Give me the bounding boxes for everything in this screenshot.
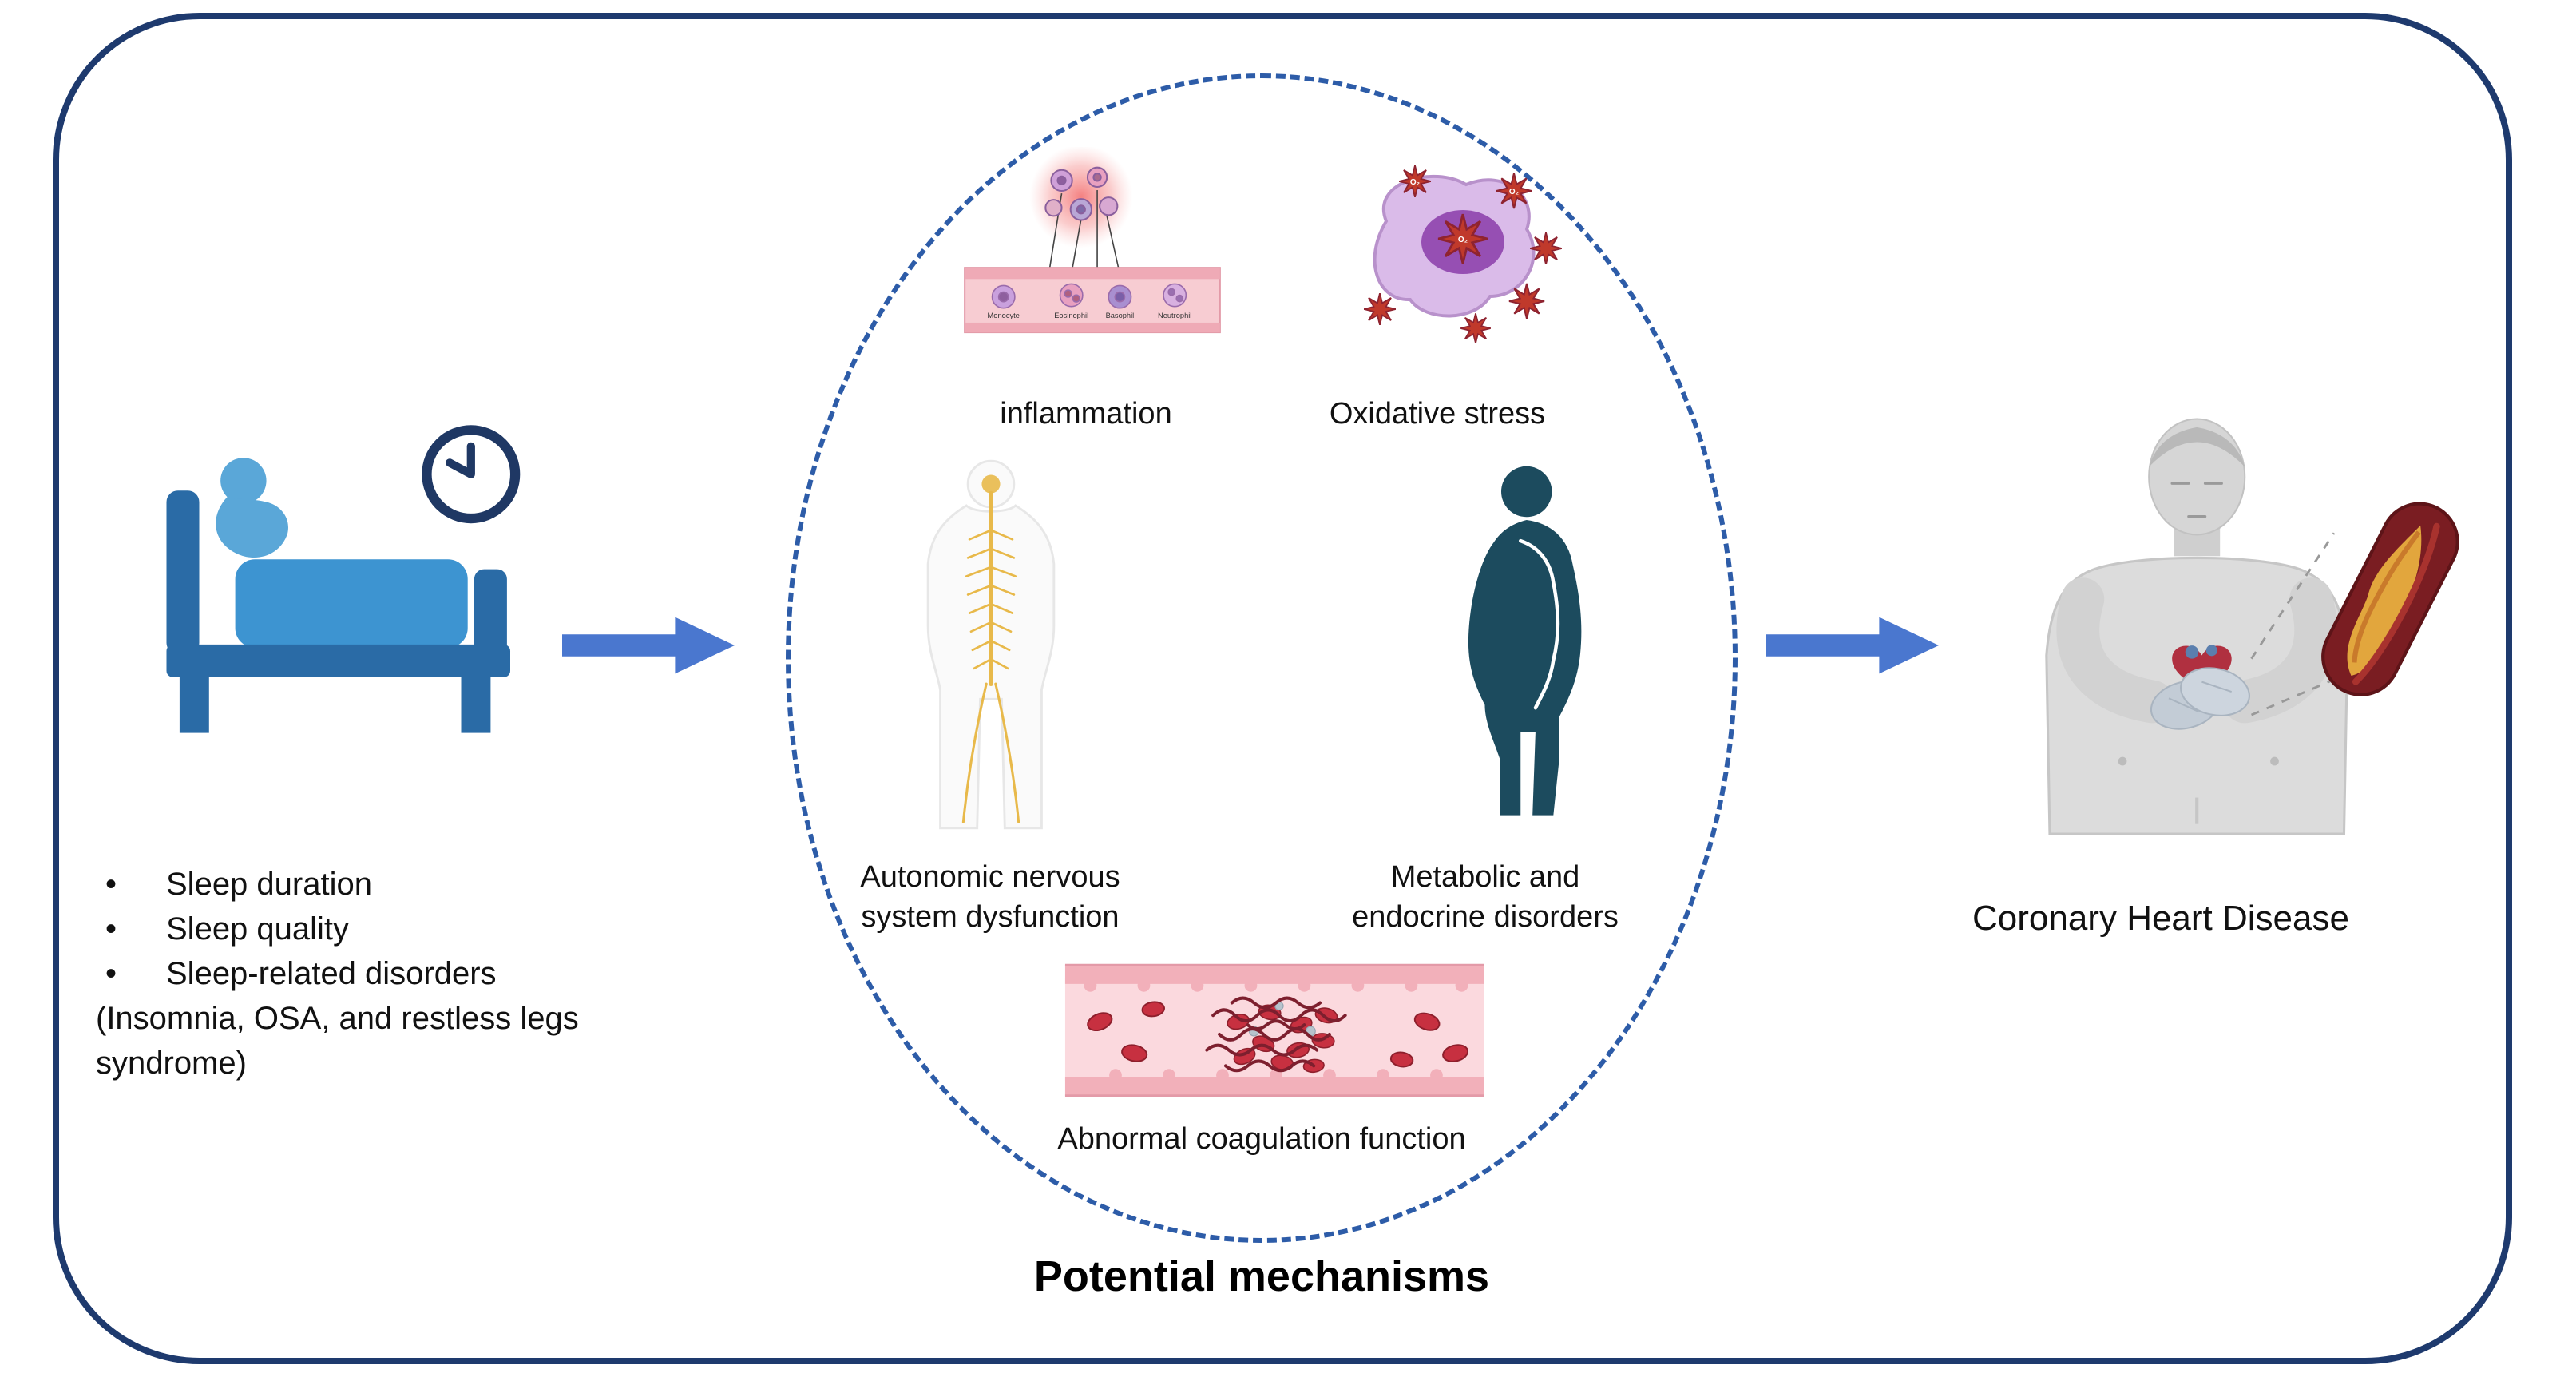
metabolic-label-line1: Metabolic and (1390, 861, 1580, 895)
list-item: • Sleep duration (96, 863, 767, 907)
person-silhouette (1468, 520, 1582, 816)
autonomic-label: Autonomic nervous system dysfunction (830, 859, 1150, 939)
oxidative-stress-illustration: O₂ O₂ O₂ (1322, 147, 1563, 351)
radical-label: O₂ (1410, 178, 1420, 187)
coagulation-label: Abnormal coagulation function (1057, 1123, 1466, 1157)
bed-base (166, 644, 510, 677)
coagulation-icon (1064, 963, 1484, 1097)
patient-arm-left (2056, 577, 2174, 724)
bullet-marker: • (105, 867, 117, 903)
sleep-duration-label: Sleep duration (166, 867, 372, 903)
cell-label-basophil: Basophil (1106, 312, 1135, 319)
bed-leg-right (461, 673, 491, 733)
radical-label: O₂ (1509, 188, 1519, 196)
autonomic-label-line2: system dysfunction (861, 900, 1120, 935)
cell-label-eosinophil: Eosinophil (1054, 312, 1088, 319)
arrow-sleep-to-mechanisms (562, 617, 735, 674)
sleep-quality-label: Sleep quality (166, 912, 350, 947)
disorders-note-line2: syndrome) (96, 1046, 247, 1081)
right-arrow-icon (562, 617, 735, 674)
list-item: • Sleep quality (96, 907, 767, 952)
bullet-marker: • (105, 957, 117, 992)
coagulation-illustration (1062, 955, 1487, 1105)
oxidative-stress-label: Oxidative stress (1329, 398, 1546, 431)
sleeper-head (220, 458, 267, 504)
cell-label-neutrophil: Neutrophil (1158, 312, 1191, 319)
patient-arm-right (2223, 577, 2338, 724)
mechanisms-ellipse (786, 73, 1738, 1243)
metabolic-illustration (1434, 455, 1613, 831)
nerve-network (961, 474, 1020, 823)
fibrin-strands (1205, 996, 1347, 1073)
inflammation-illustration: Monocyte Eosinophil Basophil Neutrophil (955, 145, 1230, 367)
cell-label-monocyte: Monocyte (988, 312, 1020, 319)
arrow-mechanisms-to-chd (1766, 617, 1939, 674)
zoom-dashed-lines (2250, 532, 2345, 716)
clock-hands (446, 442, 475, 478)
inflammation-icon: Monocyte Eosinophil Basophil Neutrophil (964, 145, 1221, 334)
right-arrow-icon (1766, 617, 1939, 674)
disorders-note-line1: (Insomnia, OSA, and restless legs (96, 1002, 579, 1037)
inflammation-label: inflammation (1000, 398, 1172, 431)
sleep-bed-illustration (147, 419, 546, 746)
autonomic-label-line1: Autonomic nervous (860, 861, 1120, 895)
sleep-disorders-label: Sleep-related disorders (166, 957, 497, 992)
bullet-marker: • (105, 912, 117, 947)
chd-illustration (1924, 407, 2459, 879)
chd-label: Coronary Heart Disease (1972, 898, 2349, 938)
bed-headboard (166, 490, 200, 655)
oxidative-stress-icon: O₂ O₂ O₂ (1363, 165, 1563, 344)
metabolic-label-line2: endocrine disorders (1352, 900, 1619, 935)
autonomic-nervous-icon (926, 459, 1056, 830)
autonomic-illustration (891, 450, 1091, 840)
radical-label: O₂ (1458, 236, 1468, 244)
patient-hair (2149, 427, 2245, 467)
bed-footboard (474, 569, 507, 655)
bed-leg-left (179, 673, 209, 733)
sleeper-body (216, 497, 288, 558)
patient-hand-right (2179, 667, 2250, 716)
bed-blanket (235, 559, 468, 648)
list-item: • Sleep-related disorders (96, 952, 767, 997)
metabolic-label: Metabolic and endocrine disorders (1326, 859, 1645, 939)
sleep-factors-list: • Sleep duration • Sleep quality • Sleep… (96, 863, 767, 1086)
mechanisms-title: Potential mechanisms (1033, 1252, 1490, 1300)
bed-clock-icon (166, 425, 521, 733)
metabolic-person-icon (1468, 466, 1582, 816)
chd-patient-icon (2045, 418, 2459, 835)
blocked-artery-icon (2321, 502, 2459, 696)
inner-body-outline (1519, 538, 1560, 710)
